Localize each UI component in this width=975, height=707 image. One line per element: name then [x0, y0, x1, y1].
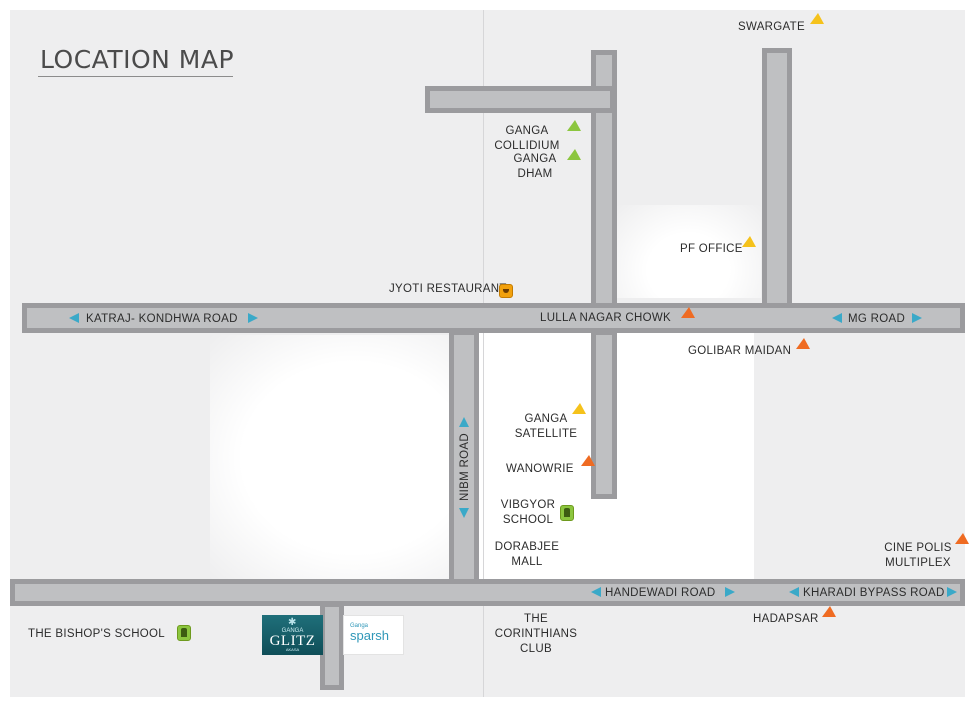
marker-green-icon: [565, 119, 583, 133]
arrow-right-icon: [947, 587, 957, 597]
place-label-ganga-satellite: GANGA SATELLITE: [512, 412, 580, 442]
marker-yellow-icon: [740, 235, 758, 249]
label-line: THE: [524, 613, 548, 625]
place-label-pf-office: PF OFFICE: [680, 243, 743, 255]
road-label-katraj-kondhwa: KATRAJ- KONDHWA ROAD: [86, 313, 238, 325]
road-handewadi: [10, 579, 965, 606]
page-title: LOCATION MAP: [40, 45, 235, 74]
place-label-ganga-collidium: GANGA COLLIDIUM: [492, 124, 562, 154]
marker-green-icon: [565, 148, 583, 162]
road-label-mg-road: MG ROAD: [848, 313, 906, 325]
ganga-sparsh-logo: Ganga sparsh: [343, 615, 404, 655]
place-label-golibar-maidan: GOLIBAR MAIDAN: [688, 345, 792, 357]
marker-orange-icon: [679, 306, 697, 320]
label-line: DHAM: [517, 168, 553, 180]
label-line: CLUB: [520, 643, 552, 655]
place-label-jyoti-restaurant: JYOTI RESTAURANT: [389, 283, 507, 295]
logo-small-text: GANGA: [281, 628, 304, 634]
arrow-left-icon: [832, 313, 842, 323]
marker-orange-icon: [794, 337, 812, 351]
road-nibm: [449, 330, 479, 587]
logo-small-text: Ganga: [350, 623, 369, 629]
map-divider: [483, 10, 484, 697]
logo-main-text: sparsh: [350, 628, 390, 643]
label-line: CORINTHIANS: [494, 628, 578, 640]
arrow-left-icon: [69, 313, 79, 323]
road-label-kharadi-bypass-road: KHARADI BYPASS ROAD: [803, 587, 945, 599]
label-line: MALL: [511, 556, 543, 568]
place-label-dorabjee-mall: DORABJEE MALL: [492, 540, 562, 570]
arrow-up-icon: [459, 417, 469, 427]
label-line: GANGA: [513, 153, 557, 165]
title-underline: [38, 76, 233, 77]
arrow-right-icon: [248, 313, 258, 323]
arrow-left-icon: [591, 587, 601, 597]
marker-yellow-icon: [808, 12, 826, 26]
ganga-glitz-logo: ✱ GANGA GLITZ AKASA: [262, 615, 323, 655]
place-label-ganga-dham: GANGA DHAM: [505, 152, 565, 182]
label-line: GANGA: [524, 413, 568, 425]
road-katraj-kondhwa: [22, 303, 965, 333]
label-line: CINE POLIS: [884, 542, 952, 554]
marker-orange-icon: [953, 532, 971, 546]
road-label-handewadi-road: HANDEWADI ROAD: [605, 587, 716, 599]
place-label-wanowrie: WANOWRIE: [506, 463, 574, 475]
road-bishops-spur: [320, 602, 344, 690]
marker-yellow-icon: [570, 402, 588, 416]
label-line: GANGA: [505, 125, 549, 137]
arrow-left-icon: [789, 587, 799, 597]
label-line: DORABJEE: [494, 541, 560, 553]
map-highlight: [210, 335, 450, 581]
star-icon: ✱: [288, 617, 297, 628]
road-lulla-spur: [425, 86, 615, 113]
place-label-swargate: SWARGATE: [738, 21, 805, 33]
label-line: SATELLITE: [514, 428, 578, 440]
arrow-right-icon: [725, 587, 735, 597]
restaurant-icon: [499, 284, 513, 298]
place-label-lulla-nagar-chowk: LULLA NAGAR CHOWK: [540, 312, 671, 324]
map-highlight: [616, 205, 761, 298]
logo-sub-text: AKASA: [285, 647, 300, 652]
place-label-vibgyor-school: VIBGYOR SCHOOL: [498, 498, 558, 528]
place-label-corinthians-club: THE CORINTHIANS CLUB: [486, 612, 586, 657]
label-line: COLLIDIUM: [494, 140, 560, 152]
arrow-down-icon: [459, 508, 469, 518]
label-line: SCHOOL: [502, 514, 554, 526]
road-swargate: [762, 48, 792, 308]
road-label-nibm-road: NIBM ROAD: [459, 433, 471, 501]
arrow-right-icon: [912, 313, 922, 323]
marker-orange-icon: [579, 454, 597, 468]
school-icon: [560, 505, 574, 521]
label-line: VIBGYOR: [500, 499, 556, 511]
place-label-bishops-school: THE BISHOP'S SCHOOL: [28, 628, 165, 640]
label-line: MULTIPLEX: [885, 557, 951, 569]
school-icon: [177, 625, 191, 641]
place-label-hadapsar: HADAPSAR: [753, 613, 819, 625]
logo-main-text: GLITZ: [269, 633, 316, 649]
marker-orange-icon: [820, 605, 838, 619]
place-label-cine-polis-multiplex: CINE POLIS MULTIPLEX: [878, 541, 958, 571]
road-wanowrie: [591, 330, 617, 499]
